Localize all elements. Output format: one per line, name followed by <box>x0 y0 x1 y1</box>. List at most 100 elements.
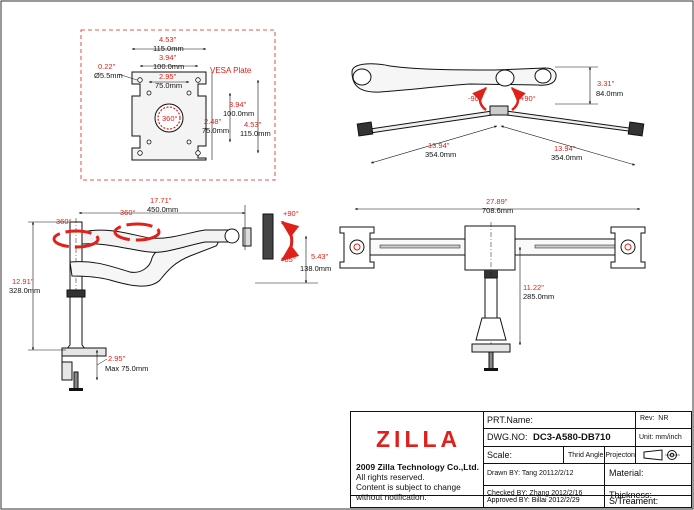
vesa-rotation-label: 360° <box>162 114 178 123</box>
vesa-outer-width-mm: 115.0mm <box>153 44 184 53</box>
pole-mm: 285.0mm <box>523 292 554 301</box>
projection-label: Thrid Angle Projecton <box>568 452 635 459</box>
right-monitor-head <box>627 121 645 137</box>
right-vesa-center <box>624 243 632 251</box>
span-mm: 708.6mm <box>482 206 513 215</box>
rights-text: All rights reserved. <box>356 472 425 482</box>
dwg-label: DWG.NO: <box>487 432 528 442</box>
vesa-outer-height-in: 4.53" <box>244 120 262 129</box>
title-block-bottom-row: Approved BY: Billai 2012/2/29 S/Treament… <box>350 495 692 509</box>
vesa-plate-title: VESA Plate <box>210 66 252 75</box>
front-clamp-screw <box>488 351 494 371</box>
vesa-outer-width-in: 4.53" <box>159 35 177 44</box>
arm-left-in: 13.94" <box>428 141 450 150</box>
clamp-in: 2.95" <box>108 354 126 363</box>
tilt-left-label: -90° <box>468 94 482 103</box>
tilt-head <box>242 227 252 247</box>
height-mm: 328.0mm <box>9 286 40 295</box>
dim-line <box>370 125 498 164</box>
title-block: ZILLA 2009 Zilla Technology Co.,Ltd. All… <box>350 411 692 508</box>
vesa-hole <box>146 90 152 96</box>
unit-label: Unit: mm/inch <box>639 434 682 441</box>
front-view: 27.89" 708.6mm 11.22" 285.0mm <box>339 197 646 371</box>
tilt-down-label: -85° <box>282 255 296 264</box>
tilt-arc <box>280 220 300 262</box>
crossbar-slot <box>534 244 616 249</box>
company-info: 2009 Zilla Technology Co.,Ltd. All right… <box>356 462 479 502</box>
vesa-inner-height-in: 2.48" <box>204 117 222 126</box>
height-in: 12.91" <box>12 277 34 286</box>
vesa-hole <box>195 150 201 156</box>
vesa-dashed-frame <box>80 29 276 181</box>
head-height-in: 5.43" <box>311 252 329 261</box>
front-clamp <box>471 343 511 353</box>
bottom-row-divider <box>483 495 484 508</box>
rotation-arrow-2 <box>113 222 161 242</box>
company-name: 2009 Zilla Technology Co.,Ltd. <box>356 462 480 472</box>
dim-line <box>500 125 636 166</box>
vesa-mount-side <box>262 213 274 260</box>
vesa-mid-width-mm: 100.0mm <box>153 62 184 71</box>
vesa-center-boss <box>154 103 184 133</box>
rotation-arrow-1 <box>52 229 100 249</box>
clamp-screw <box>73 371 79 391</box>
clamp-handle <box>69 388 83 391</box>
notice-line-2: without notification. <box>356 492 427 502</box>
left-vesa-center <box>353 243 361 251</box>
leader-line <box>117 73 138 81</box>
vesa-mid-height-mm: 100.0mm <box>223 109 254 118</box>
front-base <box>475 317 507 341</box>
rev-label: Rev: NR <box>640 415 668 422</box>
vesa-outer-height-mm: 115.0mm <box>240 129 271 138</box>
arm-right-in: 13.94" <box>554 144 576 153</box>
vesa-hole <box>137 150 143 156</box>
top-arm-joint <box>534 68 552 84</box>
vesa-hole-mm: Ø5.5mm <box>94 71 123 80</box>
crossbar-slot <box>379 244 461 249</box>
scale-label: Scale: <box>487 450 513 460</box>
top-view: 3.31" 84.0mm -90° +90° 13.94" 354.0mm 13… <box>351 63 645 166</box>
vesa-hole <box>137 77 143 83</box>
vesa-hole <box>146 139 152 145</box>
vesa-plate-view: 360° 4.53" 115.0mm 3.94" 100.0mm 2.95" 7… <box>80 29 276 181</box>
zilla-logo: ZILLA <box>376 426 462 452</box>
vesa-hole <box>195 77 201 83</box>
treatment-label: S/Treament: <box>609 496 659 506</box>
vesa-inner-width-mm: 75.0mm <box>155 81 182 90</box>
left-monitor-head <box>356 121 374 137</box>
span-in: 27.89" <box>486 197 508 206</box>
center-block <box>464 225 516 271</box>
collar <box>66 289 86 298</box>
vesa-hole-in: 0.22" <box>98 62 116 71</box>
tilt-right-label: +90° <box>520 94 536 103</box>
projection-symbol-icon <box>643 449 680 461</box>
rev-label-text: Rev: <box>640 415 655 422</box>
leader-line <box>96 358 108 366</box>
top-arm-joint <box>352 68 372 86</box>
top-arm-joint <box>495 69 515 87</box>
vesa-hole <box>186 139 192 145</box>
tilt-arrow-right <box>510 86 526 111</box>
lower-pole <box>64 296 88 351</box>
checked-by: Checked BY: Zhang 2012/2/16 <box>487 490 583 497</box>
part-name-label: PRT.Name: <box>487 415 533 425</box>
top-depth-mm: 84.0mm <box>596 89 623 98</box>
pole-in: 11.22" <box>523 283 544 292</box>
vesa-inner-height-mm: 75.0mm <box>202 126 229 135</box>
vesa-hole <box>186 90 192 96</box>
left-vesa-boss <box>349 239 365 255</box>
rotation-1-label: 360° <box>56 217 72 226</box>
reach-in: 17.71" <box>150 196 172 205</box>
notice-line-1: Content is subject to change <box>356 482 461 492</box>
clamp-top <box>61 347 107 357</box>
reach-mm: 450.0mm <box>147 205 178 214</box>
dwg-number: DC3-A580-DB710 <box>533 432 611 443</box>
head-height-mm: 138.0mm <box>300 264 331 273</box>
top-center-block <box>489 105 509 116</box>
top-arm-outline <box>351 63 557 93</box>
rev-value: NR <box>658 415 669 422</box>
drawn-by: Drawn BY: Tang 20112/2/12 <box>487 470 574 477</box>
approved-by: Approved BY: Billai 2012/2/29 <box>487 497 580 504</box>
